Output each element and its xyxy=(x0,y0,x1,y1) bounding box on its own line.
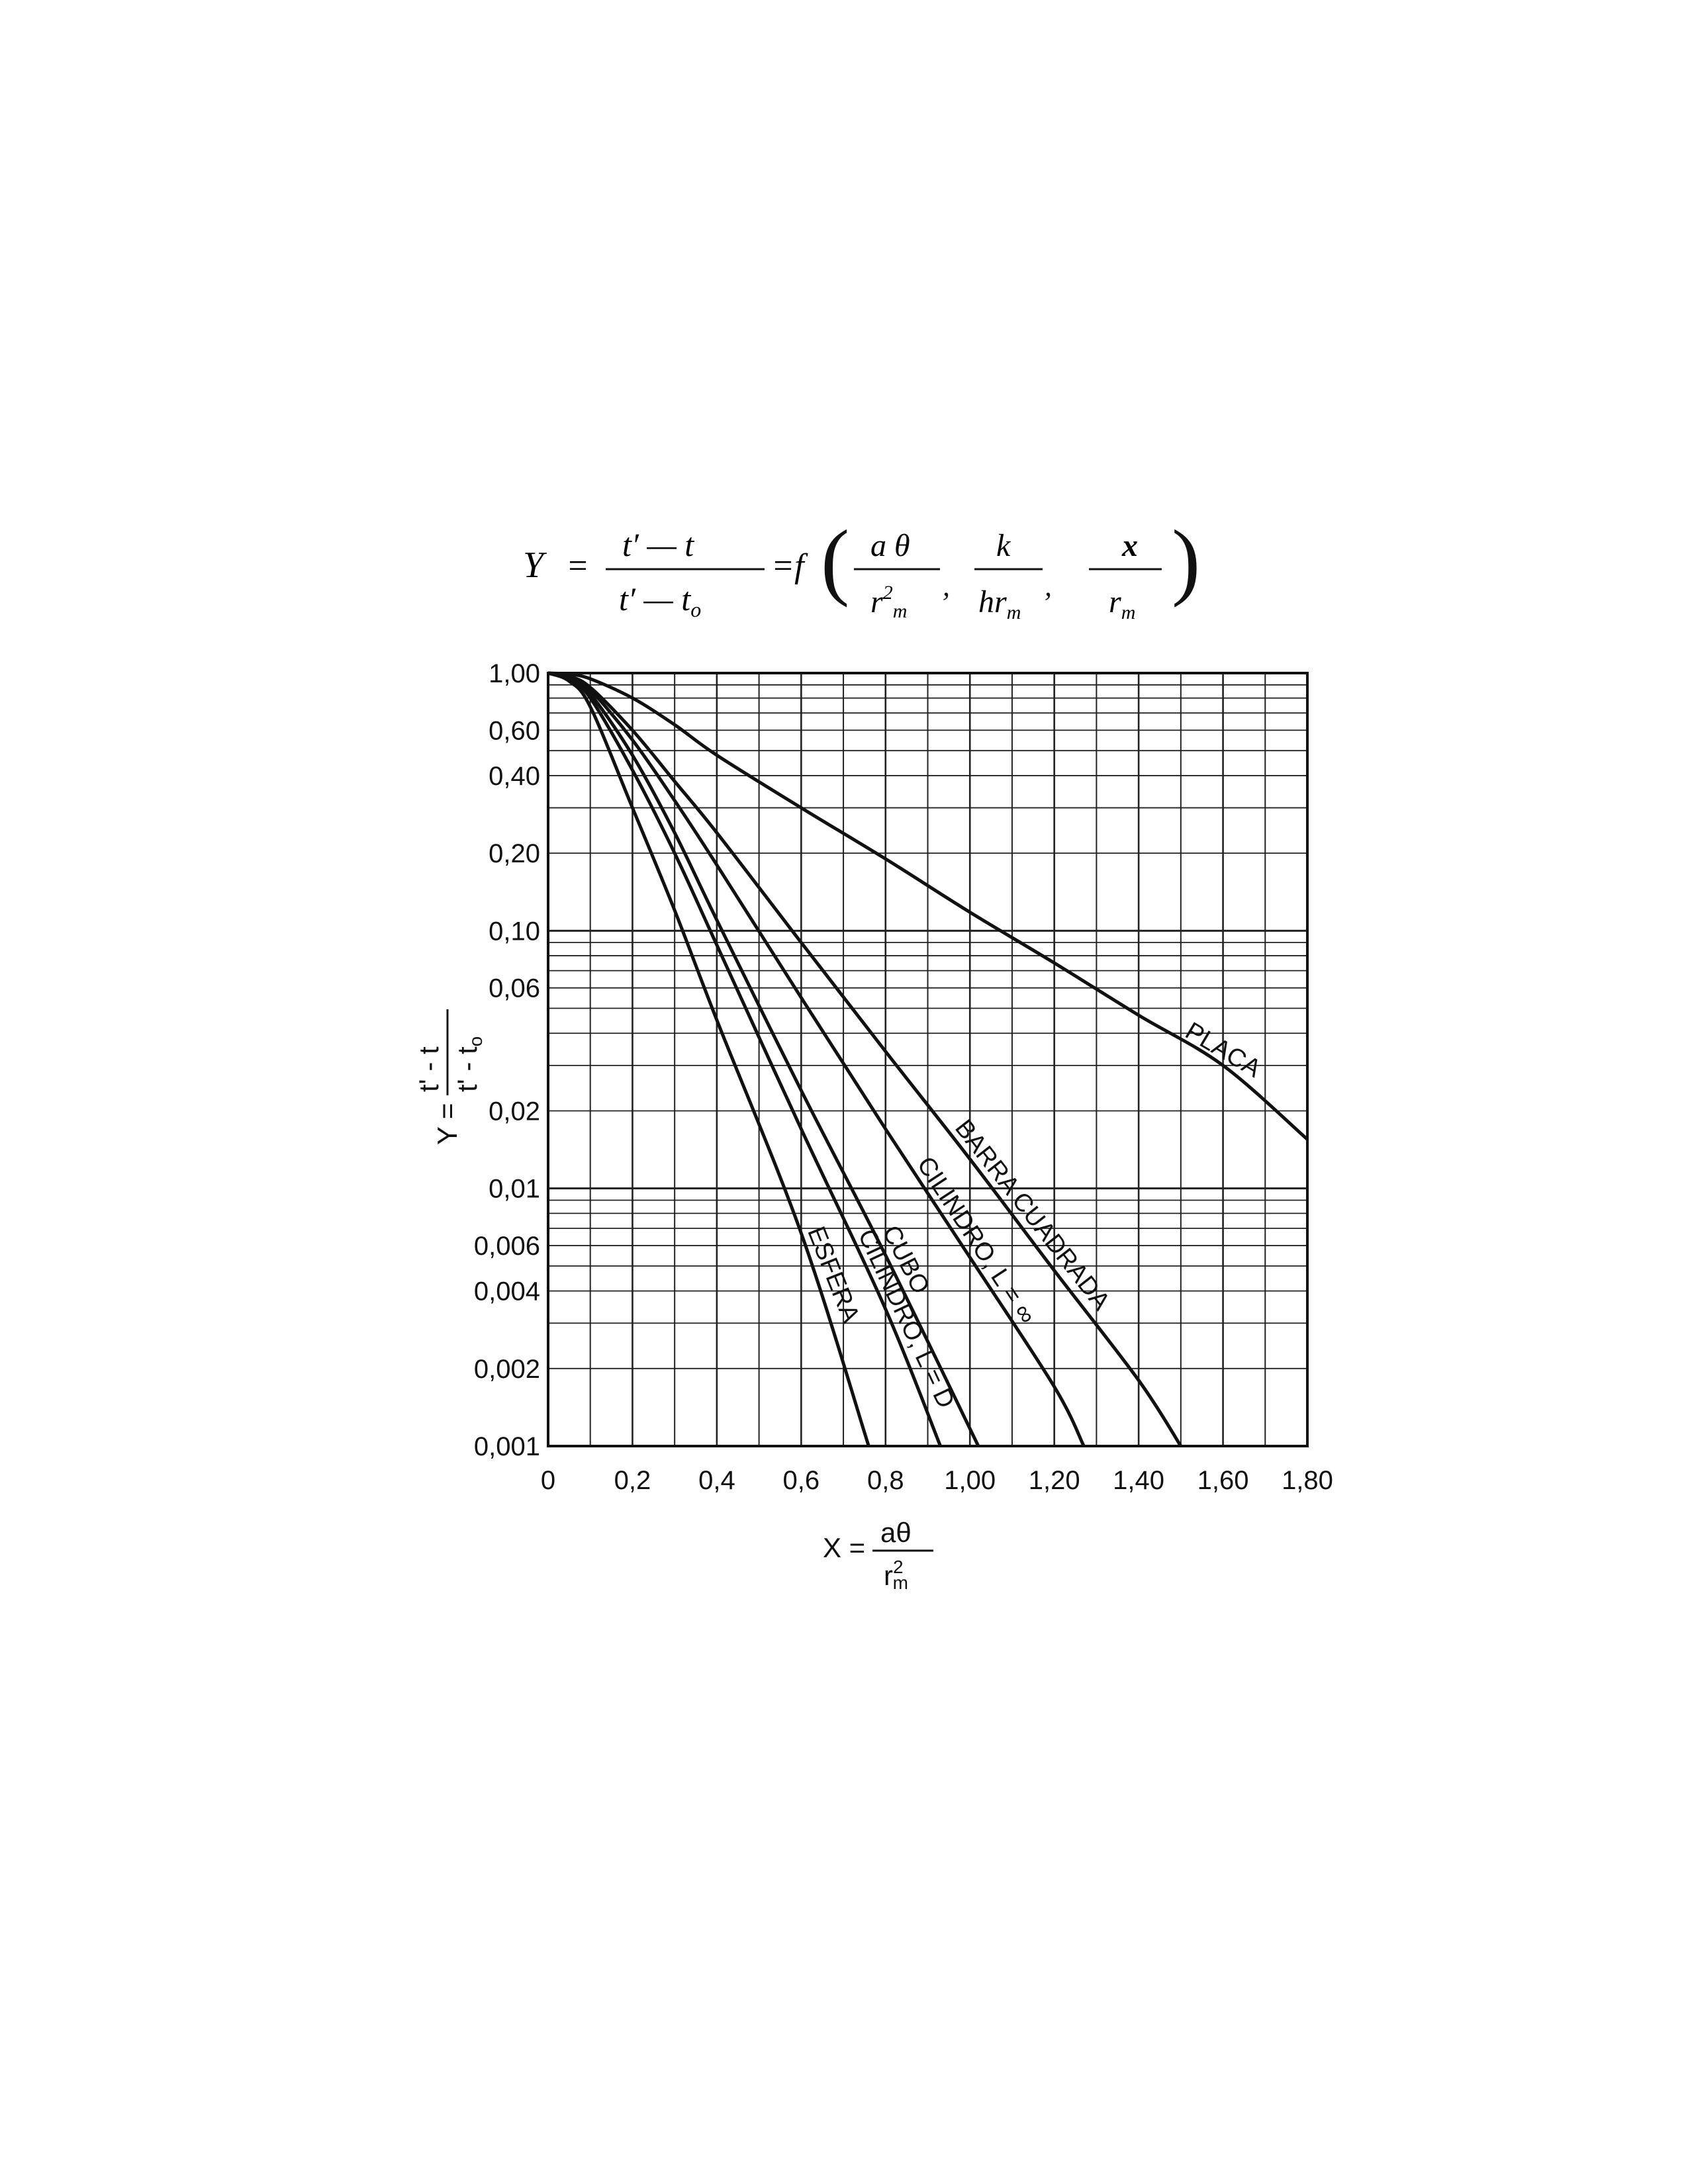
formula-equals: = xyxy=(566,547,589,585)
curve-5 xyxy=(547,671,870,1447)
x-tick-label: 0,2 xyxy=(614,1466,651,1495)
y-axis-label-num: t' - t xyxy=(413,1046,444,1092)
y-tick-label: 0,004 xyxy=(474,1277,540,1306)
formula-f: =f xyxy=(771,547,808,585)
curve-1 xyxy=(547,671,1182,1447)
y-axis-ticks: 1,00 0,60 0,40 0,20 0,10 0,06 0,02 0,01 0,006 0,0… xyxy=(474,659,540,1461)
formula-arg3-num: x xyxy=(1121,528,1138,563)
x-tick-label: 1,60 xyxy=(1197,1466,1249,1495)
x-tick-label: 0,6 xyxy=(783,1466,820,1495)
y-tick-label: 0,006 xyxy=(474,1232,540,1261)
formula-arg1-den: r2m xyxy=(870,582,907,622)
y-axis-label-den: t' - to xyxy=(451,1036,486,1092)
curve-4 xyxy=(547,671,942,1447)
formula-paren-left: ( xyxy=(821,513,849,608)
y-tick-label: 0,40 xyxy=(489,762,540,791)
x-axis-label-lhs: X = xyxy=(823,1532,865,1563)
x-tick-label: 0 xyxy=(541,1466,555,1495)
x-tick-label: 0,4 xyxy=(698,1466,735,1495)
curve-2 xyxy=(547,671,1086,1447)
svg-text:,: , xyxy=(1045,570,1052,602)
formula-arg2-den: hrm xyxy=(978,584,1021,623)
formula-denominator: t′ — to xyxy=(619,580,701,621)
y-tick-label: 0,001 xyxy=(474,1432,540,1461)
formula-arg1-num: a θ xyxy=(870,528,910,563)
formula-y: Y xyxy=(523,545,547,586)
y-axis-label-lhs: Y = xyxy=(432,1103,463,1145)
x-axis-label-num: aθ xyxy=(880,1517,912,1548)
formula-paren-right: ) xyxy=(1172,513,1200,608)
x-tick-label: 1,00 xyxy=(944,1466,996,1495)
x-tick-label: 1,40 xyxy=(1113,1466,1164,1495)
x-tick-label: 1,20 xyxy=(1029,1466,1080,1495)
y-tick-label: 0,20 xyxy=(489,839,540,868)
y-tick-label: 1,00 xyxy=(489,659,540,688)
y-tick-label: 0,02 xyxy=(489,1097,540,1126)
formula-arg3-den: rm xyxy=(1109,584,1135,623)
x-tick-label: 1,80 xyxy=(1282,1466,1333,1495)
y-axis-label: Y = t' - t t' - to xyxy=(413,1009,486,1145)
formula-header: Y = t′ — t t′ — to =f ( a θ r2m , k hrm … xyxy=(523,513,1200,623)
curves xyxy=(547,671,1309,1447)
formula-numerator: t′ — t xyxy=(622,526,694,563)
y-tick-label: 0,10 xyxy=(489,917,540,946)
y-tick-label: 0,60 xyxy=(489,716,540,745)
x-axis-ticks: 0 0,2 0,4 0,6 0,8 1,00 1,20 1,40 1,60 1,80 xyxy=(541,1466,1333,1495)
chart-frame xyxy=(547,672,1309,1447)
y-tick-label: 0,06 xyxy=(489,974,540,1003)
chart-grid xyxy=(547,672,1309,1447)
curve-0 xyxy=(547,671,1309,1141)
x-tick-label: 0,8 xyxy=(867,1466,904,1495)
plot-frame xyxy=(547,672,1309,1447)
svg-text:,: , xyxy=(943,570,950,602)
curve-3 xyxy=(547,671,980,1447)
formula-arg2-num: k xyxy=(996,528,1011,563)
y-tick-label: 0,01 xyxy=(489,1175,540,1204)
y-tick-label: 0,002 xyxy=(474,1355,540,1384)
